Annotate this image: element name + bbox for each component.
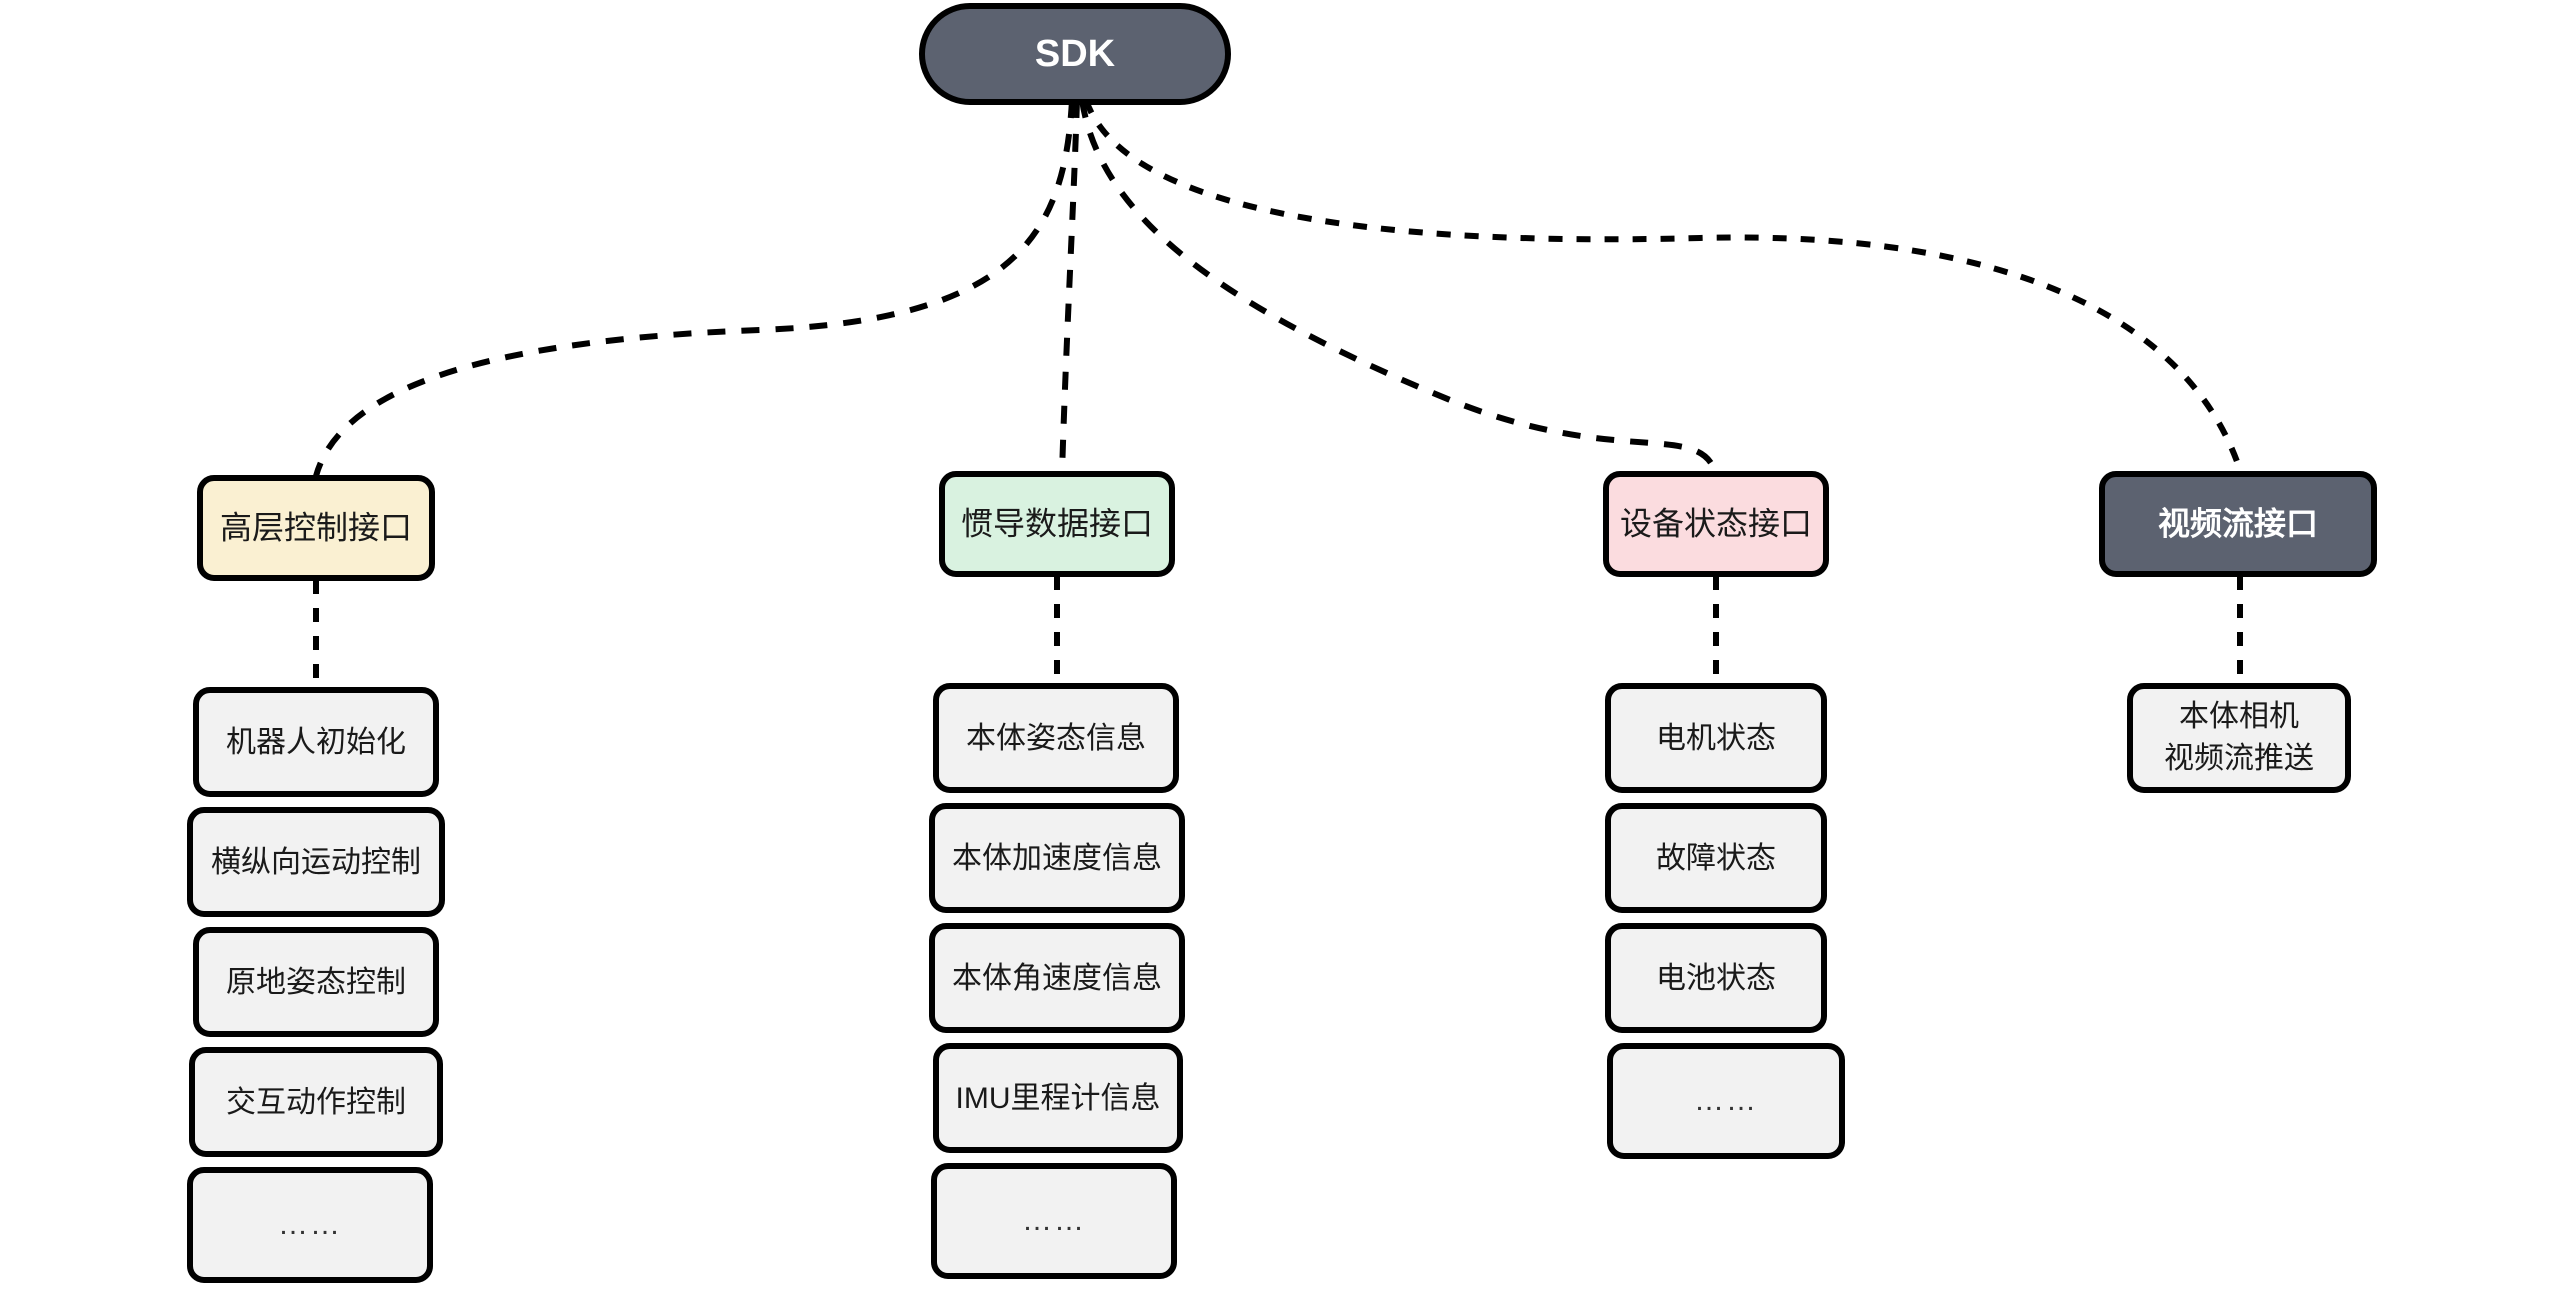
node-inertial-nav-data-shape bbox=[939, 471, 1175, 577]
node-robot-init-label: 机器人初始化 bbox=[226, 726, 406, 759]
node-in-place-posture-control-shape bbox=[193, 927, 439, 1037]
edge-sdk-to-video-stream bbox=[1083, 99, 2243, 471]
node-fault-status-label: 故障状态 bbox=[1656, 842, 1776, 875]
node-video-stream-shape bbox=[2099, 471, 2377, 577]
node-inertial-nav-data-more-label: …… bbox=[1022, 1204, 1086, 1237]
node-device-status-more-label: …… bbox=[1694, 1084, 1758, 1117]
node-body-camera-video-push-shape bbox=[2127, 683, 2351, 793]
node-high-level-control[interactable]: 高层控制接口 bbox=[197, 475, 435, 581]
node-interactive-action-control-shape bbox=[189, 1047, 443, 1157]
node-fault-status[interactable]: 故障状态 bbox=[1605, 803, 1827, 913]
node-video-stream-label: 视频流接口 bbox=[2158, 505, 2318, 541]
node-sdk-label: SDK bbox=[1035, 33, 1116, 75]
edge-sdk-to-inertial-nav-data bbox=[1059, 99, 1080, 475]
node-inertial-nav-data-label: 惯导数据接口 bbox=[961, 505, 1153, 541]
node-lateral-longitudinal-motion-control-label: 横纵向运动控制 bbox=[211, 846, 421, 879]
node-body-posture-info-label: 本体姿态信息 bbox=[966, 722, 1146, 755]
node-lateral-longitudinal-motion-control-shape bbox=[187, 807, 445, 917]
node-interactive-action-control[interactable]: 交互动作控制 bbox=[189, 1047, 443, 1157]
node-video-stream[interactable]: 视频流接口 bbox=[2099, 471, 2377, 577]
node-body-camera-video-push[interactable]: 本体相机 视频流推送 bbox=[2127, 683, 2351, 793]
node-device-status-label: 设备状态接口 bbox=[1620, 505, 1812, 541]
node-high-level-control-label: 高层控制接口 bbox=[220, 509, 412, 545]
node-robot-init-shape bbox=[193, 687, 439, 797]
node-imu-odometry-info-shape bbox=[933, 1043, 1183, 1153]
node-body-camera-video-push-label-line2: 视频流推送 bbox=[2164, 742, 2314, 775]
node-inertial-nav-data-more[interactable]: …… bbox=[931, 1163, 1177, 1279]
node-body-posture-info-shape bbox=[933, 683, 1179, 793]
edge-group bbox=[313, 99, 2243, 688]
node-battery-status-label: 电池状态 bbox=[1656, 962, 1776, 995]
node-high-level-control-more[interactable]: …… bbox=[187, 1167, 433, 1283]
node-in-place-posture-control[interactable]: 原地姿态控制 bbox=[193, 927, 439, 1037]
node-high-level-control-shape bbox=[197, 475, 435, 581]
node-inertial-nav-data[interactable]: 惯导数据接口 bbox=[939, 471, 1175, 577]
node-body-posture-info[interactable]: 本体姿态信息 bbox=[933, 683, 1179, 793]
node-body-angular-velocity-info[interactable]: 本体角速度信息 bbox=[929, 923, 1185, 1033]
node-device-status[interactable]: 设备状态接口 bbox=[1603, 471, 1829, 577]
node-imu-odometry-info[interactable]: IMU里程计信息 bbox=[933, 1043, 1183, 1153]
node-device-status-more[interactable]: …… bbox=[1607, 1043, 1845, 1159]
node-device-status-shape bbox=[1603, 471, 1829, 577]
node-battery-status[interactable]: 电池状态 bbox=[1605, 923, 1827, 1033]
node-body-angular-velocity-info-shape bbox=[929, 923, 1185, 1033]
node-imu-odometry-info-label: IMU里程计信息 bbox=[956, 1082, 1161, 1115]
node-motor-status-label: 电机状态 bbox=[1656, 722, 1776, 755]
edge-sdk-to-device-status bbox=[1079, 99, 1719, 475]
node-sdk-shape bbox=[919, 3, 1231, 105]
node-device-status-more-shape bbox=[1607, 1043, 1845, 1159]
node-interactive-action-control-label: 交互动作控制 bbox=[226, 1086, 406, 1119]
node-sdk[interactable]: SDK bbox=[919, 3, 1231, 105]
node-battery-status-shape bbox=[1605, 923, 1827, 1033]
node-body-acceleration-info-shape bbox=[929, 803, 1185, 913]
node-high-level-control-more-shape bbox=[187, 1167, 433, 1283]
edge-sdk-to-high-level-control bbox=[313, 99, 1075, 477]
node-robot-init[interactable]: 机器人初始化 bbox=[193, 687, 439, 797]
node-high-level-control-more-label: …… bbox=[278, 1208, 342, 1241]
node-body-camera-video-push-label-line1: 本体相机 bbox=[2179, 700, 2299, 733]
node-lateral-longitudinal-motion-control[interactable]: 横纵向运动控制 bbox=[187, 807, 445, 917]
node-body-acceleration-info[interactable]: 本体加速度信息 bbox=[929, 803, 1185, 913]
node-body-angular-velocity-info-label: 本体角速度信息 bbox=[952, 962, 1162, 995]
node-motor-status-shape bbox=[1605, 683, 1827, 793]
node-motor-status[interactable]: 电机状态 bbox=[1605, 683, 1827, 793]
node-inertial-nav-data-more-shape bbox=[931, 1163, 1177, 1279]
node-fault-status-shape bbox=[1605, 803, 1827, 913]
node-body-acceleration-info-label: 本体加速度信息 bbox=[952, 842, 1162, 875]
node-in-place-posture-control-label: 原地姿态控制 bbox=[226, 966, 406, 999]
